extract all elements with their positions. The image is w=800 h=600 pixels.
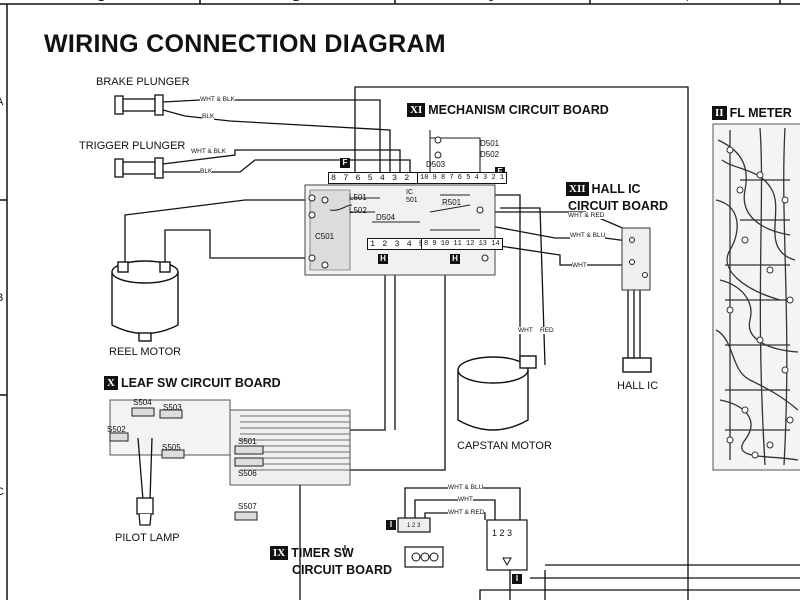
capstan-motor-label: CAPSTAN MOTOR: [457, 440, 552, 452]
wire-timer-1: WHT & BLU: [448, 484, 484, 491]
part-s501: S501: [238, 437, 257, 446]
part-s505: S505: [162, 443, 181, 452]
page-title: WIRING CONNECTION DIAGRAM: [44, 30, 446, 58]
border-mark-a: A: [0, 96, 3, 108]
connector-h-left-badge: H: [378, 254, 388, 264]
wires: [124, 86, 800, 600]
connector-f-badge: F: [340, 158, 350, 168]
wire-brake-2: BLK: [202, 113, 215, 120]
pilot-lamp-label: PILOT LAMP: [115, 532, 180, 544]
hall-ic-board-title-1: HALL IC: [591, 182, 641, 196]
timer-sw-board-roman: IX: [270, 546, 289, 560]
timer-sw-board-label: IX TIMER SW: [270, 546, 354, 560]
leaf-sw-board-roman: X: [104, 376, 118, 390]
connector-i-timer-badge: I: [386, 520, 396, 530]
timer-sw-board: [397, 517, 528, 571]
reel-motor: [111, 260, 179, 342]
leaf-sw-board: [109, 399, 351, 526]
part-s502: S502: [107, 425, 126, 434]
hall-ic-board-title-2: CIRCUIT BOARD: [568, 199, 668, 213]
fl-meter-board-label: II FL METER: [712, 106, 792, 120]
trigger-plunger: [114, 157, 164, 179]
wire-capstan-2: RED: [540, 327, 554, 334]
timer-connector-pins: 1 2 3: [492, 528, 513, 538]
part-d501: D501: [480, 139, 500, 148]
border-mark-b: B: [0, 292, 3, 304]
part-s503: S503: [163, 403, 182, 412]
hall-ic-board-roman: XII: [566, 182, 589, 196]
part-s507: S507: [238, 502, 257, 511]
part-s506: S506: [238, 469, 257, 478]
part-l502: L502: [349, 206, 367, 215]
trigger-plunger-label: TRIGGER PLUNGER: [79, 140, 186, 152]
brake-plunger: [114, 94, 164, 116]
part-ic501: IC 501: [406, 189, 418, 204]
connector-i-bottom-badge: I: [512, 574, 522, 584]
part-r501: R501: [442, 198, 462, 207]
capstan-motor: [457, 355, 537, 431]
part-c501: C501: [315, 232, 335, 241]
timer-small-pins: 1 2 3: [407, 523, 421, 529]
connector-h-right-badge: H: [450, 254, 460, 264]
mechanism-board-label: XI MECHANISM CIRCUIT BOARD: [407, 103, 609, 117]
part-d503: D503: [426, 160, 446, 169]
wire-hall-2: WHT & BLU: [570, 232, 606, 239]
hall-ic-board-label: XII HALL IC: [566, 182, 641, 196]
timer-sw-board-title-2: CIRCUIT BOARD: [292, 563, 392, 577]
border-mark-c: C: [0, 486, 4, 498]
wire-capstan-1: WHT: [518, 327, 533, 334]
mechanism-board-title: MECHANISM CIRCUIT BOARD: [428, 103, 609, 117]
part-d504: D504: [376, 213, 396, 222]
wire-trigger-2: BLK: [200, 168, 213, 175]
border-mark-2: 2: [293, 0, 299, 4]
part-d502: D502: [480, 150, 500, 159]
mechanism-board: [304, 130, 496, 276]
wire-hall-1: WHT & RED: [568, 212, 605, 219]
fl-meter-board-title: FL METER: [729, 106, 792, 120]
part-s504: S504: [133, 398, 152, 407]
fl-meter-board: [712, 123, 800, 471]
wire-trigger-1: WHT & BLK: [191, 148, 226, 155]
wire-timer-3: WHT & RED: [448, 509, 485, 516]
reel-motor-label: REEL MOTOR: [109, 346, 182, 358]
border-mark-4: 4: [683, 0, 689, 4]
connector-f-pins: 8 7 6 5 4 3 2 1: [328, 172, 426, 184]
brake-plunger-label: BRAKE PLUNGER: [96, 76, 190, 88]
border-mark-1: 1: [98, 0, 104, 4]
fl-meter-board-roman: II: [712, 106, 727, 120]
mechanism-board-roman: XI: [407, 103, 426, 117]
border-mark-3: 3: [488, 0, 494, 4]
wire-timer-2: WHT: [458, 496, 473, 503]
timer-sw-board-title-1: TIMER SW: [291, 546, 354, 560]
wire-hall-3: WHT: [572, 262, 587, 269]
hall-ic-label: HALL IC: [617, 380, 659, 392]
connector-h-right-pins: 8 9 10 11 12 13 14: [421, 238, 503, 250]
connector-e-pins: 10 9 8 7 6 5 4 3 2 1: [417, 172, 508, 184]
leaf-sw-board-label: X LEAF SW CIRCUIT BOARD: [104, 376, 281, 390]
part-l501: L501: [349, 193, 367, 202]
leaf-sw-board-title: LEAF SW CIRCUIT BOARD: [120, 376, 281, 390]
hall-ic-board: [621, 227, 652, 373]
wire-brake-1: WHT & BLK: [200, 96, 235, 103]
